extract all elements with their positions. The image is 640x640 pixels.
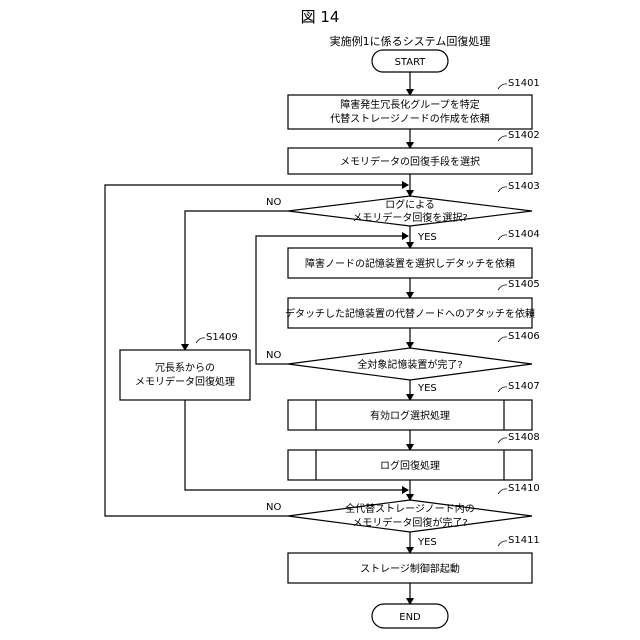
step-text-line1: 障害発生冗長化グループを特定	[340, 98, 479, 111]
step-text: 障害ノードの記憶装置を選択しデタッチを依頼	[305, 257, 515, 270]
figure-subtitle: 実施例1に係るシステム回復処理	[330, 34, 491, 48]
decision-text: 全対象記憶装置が完了?	[357, 358, 462, 371]
figure-title: 図 14	[301, 8, 340, 26]
step-s1411: S1411 ストレージ制御部起動	[288, 535, 540, 583]
end-terminal: END	[372, 604, 448, 628]
step-id: S1408	[508, 432, 540, 443]
decision-s1403: S1403 ログによる メモリデータ回復を選択?	[288, 181, 540, 226]
branch-yes-label: YES	[417, 232, 437, 243]
step-s1402: S1402 メモリデータの回復手段を選択	[288, 130, 540, 174]
connector-no	[185, 211, 288, 350]
step-id: S1407	[508, 381, 540, 392]
branch-yes-label: YES	[417, 383, 437, 394]
step-id: S1405	[508, 279, 540, 290]
step-id: S1403	[508, 181, 540, 192]
step-text: ログ回復処理	[380, 459, 440, 472]
start-label: START	[395, 57, 427, 68]
step-text: メモリデータの回復手段を選択	[340, 155, 480, 168]
step-id: S1402	[508, 130, 540, 141]
start-terminal: START	[372, 50, 448, 72]
end-label: END	[399, 612, 421, 623]
decision-text-line1: 全代替ストレージノード内の	[345, 502, 475, 515]
step-s1407: S1407 有効ログ選択処理	[288, 381, 540, 430]
step-text-line1: 冗長系からの	[155, 362, 215, 374]
step-text: 有効ログ選択処理	[370, 409, 450, 422]
branch-no-label: NO	[266, 502, 281, 513]
branch-no-label: NO	[266, 350, 281, 361]
step-id: S1410	[508, 483, 540, 494]
step-id: S1404	[508, 229, 540, 240]
decision-text-line1: ログによる	[385, 198, 435, 211]
step-s1401: S1401 障害発生冗長化グループを特定 代替ストレージノードの作成を依頼	[288, 78, 540, 129]
decision-s1406: S1406 全対象記憶装置が完了?	[288, 331, 540, 380]
decision-text-line2: メモリデータ回復を選択?	[352, 211, 467, 224]
step-text: デタッチした記憶装置の代替ノードへのアタッチを依頼	[285, 307, 535, 320]
step-id: S1406	[508, 331, 540, 342]
step-id: S1409	[206, 332, 238, 343]
step-text: ストレージ制御部起動	[360, 562, 460, 575]
decision-text-line2: メモリデータ回復が完了?	[352, 516, 467, 529]
step-text-line2: メモリデータ回復処理	[135, 375, 235, 388]
branch-no-label: NO	[266, 197, 281, 208]
branch-yes-label: YES	[417, 537, 437, 548]
step-s1405: S1405 デタッチした記憶装置の代替ノードへのアタッチを依頼	[285, 279, 540, 328]
step-id: S1411	[508, 535, 540, 546]
step-text-line2: 代替ストレージノードの作成を依頼	[330, 112, 490, 125]
step-s1408: S1408 ログ回復処理	[288, 432, 540, 480]
step-id: S1401	[508, 78, 540, 89]
